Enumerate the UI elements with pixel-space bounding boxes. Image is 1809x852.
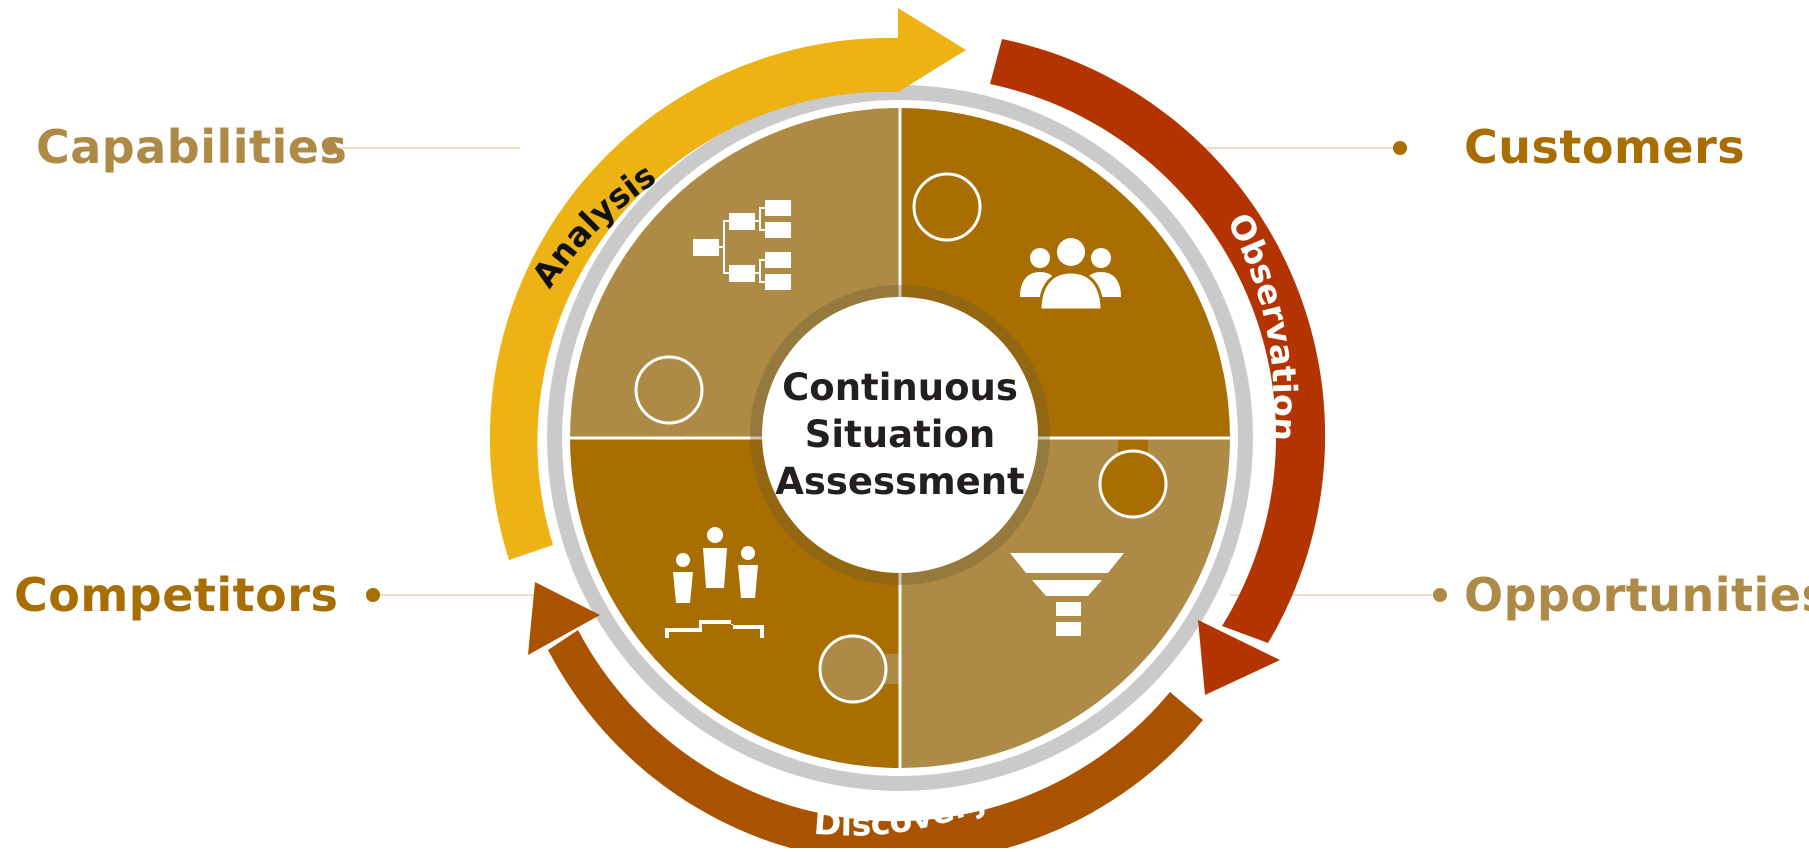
- center-title-line2: Situation: [805, 413, 995, 456]
- funnel-icon: [1010, 553, 1124, 636]
- podium-icon: [665, 527, 764, 638]
- customers-label: Customers: [1464, 120, 1746, 174]
- puzzle-knob-bottom: [820, 636, 886, 702]
- hierarchy-icon: [693, 200, 791, 290]
- connector-dot-customers: [1393, 141, 1407, 155]
- team-icon: [1020, 238, 1121, 312]
- center-circle: [762, 297, 1038, 573]
- connector-dot-opportunities: [1433, 588, 1447, 602]
- puzzle-neck-top: [899, 192, 921, 222]
- discovery-arrow: [528, 582, 1203, 852]
- capabilities-label: Capabilities: [36, 120, 348, 174]
- competitors-label: Competitors: [14, 568, 339, 622]
- puzzle-knob-top: [914, 174, 980, 240]
- opportunities-label: Opportunities: [1464, 568, 1809, 622]
- center-title-line1: Continuous: [782, 366, 1018, 409]
- puzzle-neck-bottom: [879, 654, 901, 684]
- analysis-arrow: [489, 8, 966, 560]
- puzzle-neck-left: [654, 410, 684, 440]
- connector-dot-capabilities: [323, 141, 337, 155]
- puzzle-knob-right: [1100, 451, 1166, 517]
- center-title-line3: Assessment: [775, 460, 1025, 503]
- connector-dot-competitors: [366, 588, 380, 602]
- observation-arrow: [990, 39, 1326, 695]
- puzzle-knob-left: [636, 357, 702, 423]
